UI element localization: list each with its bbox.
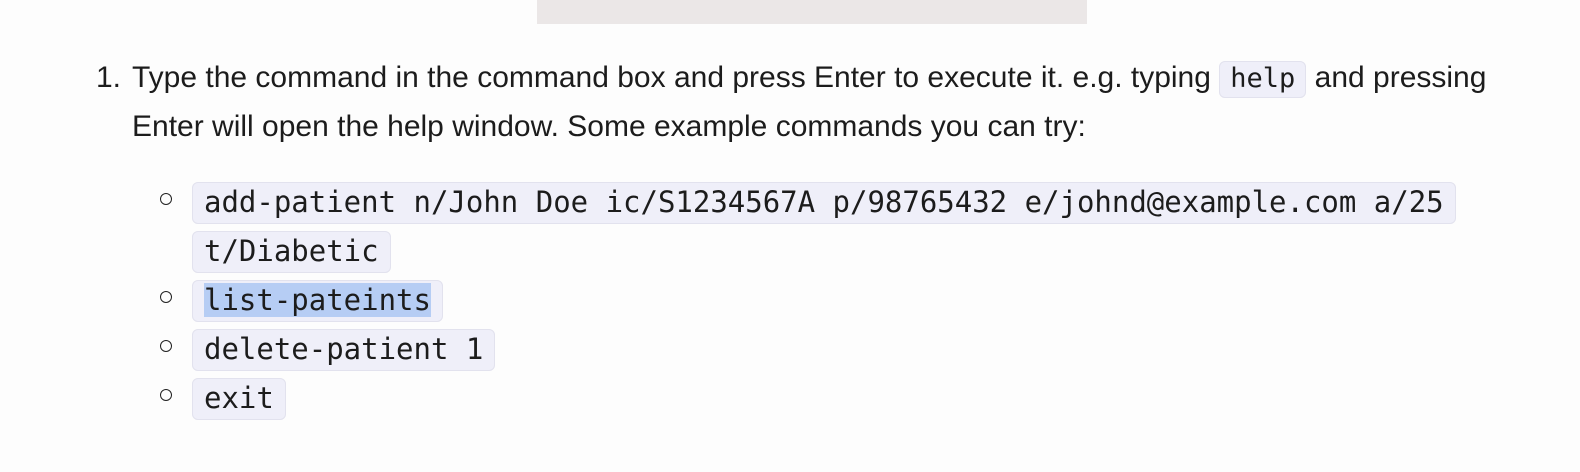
example-commands-list: add-patient n/John Doe ic/S1234567A p/98… bbox=[160, 178, 1490, 423]
inline-code-help: help bbox=[1219, 61, 1307, 98]
hollow-bullet-icon bbox=[160, 193, 172, 205]
hollow-bullet-icon bbox=[160, 340, 172, 352]
step-number: 1. bbox=[96, 61, 122, 94]
command-code[interactable]: add-patient n/John Doe ic/S1234567A p/98… bbox=[192, 182, 1456, 273]
image-placeholder bbox=[537, 0, 1087, 24]
list-item: list-pateints bbox=[160, 276, 1490, 325]
hollow-bullet-icon bbox=[160, 389, 172, 401]
hollow-bullet-icon bbox=[160, 291, 172, 303]
command-code-selected[interactable]: list-pateints bbox=[192, 280, 443, 322]
command-code[interactable]: exit bbox=[192, 378, 286, 420]
list-item: delete-patient 1 bbox=[160, 325, 1490, 374]
list-item: exit bbox=[160, 374, 1490, 423]
command-code[interactable]: delete-patient 1 bbox=[192, 329, 496, 371]
step-text-after: and pressing Enter will open the help wi… bbox=[132, 61, 1487, 143]
step-text-before: Type the command in the command box and … bbox=[132, 61, 1220, 94]
selected-text: list-pateints bbox=[204, 283, 431, 317]
list-item: add-patient n/John Doe ic/S1234567A p/98… bbox=[160, 178, 1490, 276]
step-text: Type the command in the command box and … bbox=[132, 54, 1492, 151]
